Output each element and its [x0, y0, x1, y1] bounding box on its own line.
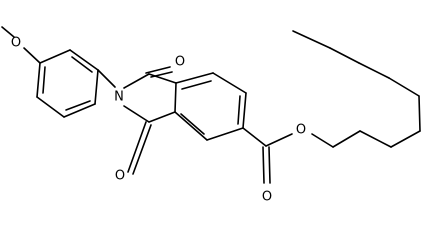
carbonyl-double-bond [145, 66, 171, 74]
atom-labels: O N O O O O [11, 36, 306, 205]
chain-bond [329, 47, 360, 64]
ring-bond [175, 72, 214, 84]
ring-double-bond [181, 80, 212, 90]
chain-bond [358, 62, 390, 79]
ring-bond [39, 49, 71, 64]
bond-ring-carbonyl [242, 127, 267, 147]
chain-bond [292, 30, 331, 49]
ring-double-bond [237, 95, 241, 125]
atom-label-carbonyl-oxygen-top: O [175, 55, 185, 70]
carbonyl-double-bond [132, 124, 152, 175]
chain-bond [388, 77, 420, 97]
ring-bond [63, 103, 96, 118]
ring-double-bond [42, 66, 46, 94]
chain-bond [311, 133, 334, 148]
imide-ring [123, 73, 177, 123]
ring-bond [148, 111, 176, 123]
carbonyl-double-bond [150, 71, 173, 78]
ring-fusion-bond [174, 82, 177, 113]
carbonyl-double-bond [127, 121, 147, 173]
bond-carbonyl-o-single [265, 133, 293, 147]
ring-double-bond [180, 113, 205, 135]
octyl-chain [292, 30, 421, 148]
bond-methyl-o [1, 26, 15, 38]
chain-bond [390, 130, 421, 148]
ester-group [242, 127, 293, 184]
bond-aryl-n [97, 69, 116, 88]
ring-bond [123, 73, 150, 89]
methoxy-group [1, 26, 41, 64]
ring-bond [36, 96, 65, 118]
bond-o-aryl [23, 47, 41, 64]
ring-bond [242, 92, 247, 129]
atom-label-ester-carbonyl-oxygen: O [262, 190, 272, 205]
ring-bond [206, 127, 244, 141]
ring-bond [123, 105, 150, 123]
chain-bond [332, 130, 361, 148]
ring-bond [94, 69, 99, 105]
chain-bond [359, 130, 392, 148]
atom-label-carbonyl-oxygen-bottom: O [115, 169, 125, 184]
ring-bond [212, 72, 247, 94]
chain-bond [418, 95, 421, 132]
ring-bond [174, 111, 208, 141]
ring-bond [36, 62, 41, 98]
ring-bond [69, 49, 99, 71]
imide-carbonyls [127, 66, 173, 175]
bond-ester-carbonyl-double [268, 146, 271, 184]
ring-double-bond [71, 56, 93, 73]
atom-label-ester-oxygen: O [296, 123, 306, 138]
ring-bond [148, 73, 177, 84]
chemical-structure-diagram: O N O O O O [1, 26, 421, 205]
bond-ester-carbonyl-double [262, 146, 265, 184]
atom-label-methoxy-oxygen: O [11, 36, 21, 51]
atom-label-imide-nitrogen: N [114, 90, 124, 105]
ring-double-bond [65, 100, 91, 111]
methoxyphenyl-ring [36, 49, 99, 118]
fused-benzene-ring [174, 72, 247, 141]
